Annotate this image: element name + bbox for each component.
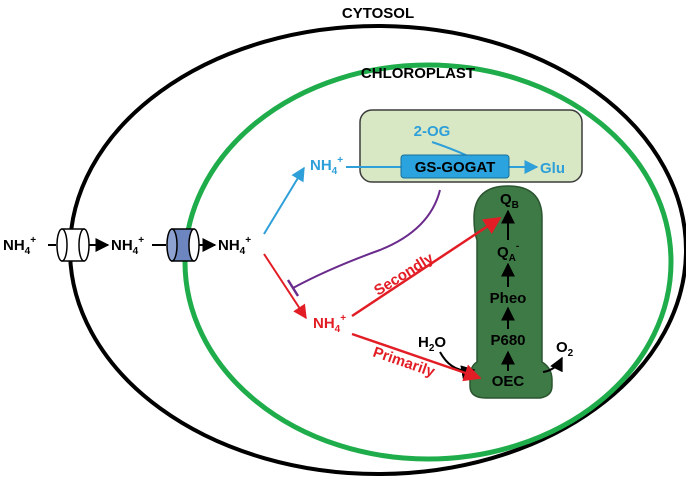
water-arrow	[439, 351, 476, 380]
ammonium-external-label: NH4+	[3, 235, 36, 257]
oxygen-arrow	[542, 356, 563, 373]
oxygen-label: O2	[556, 339, 574, 359]
psii-complex	[469, 185, 553, 399]
glu-label: Glu	[540, 160, 565, 177]
water-label: H2O	[418, 334, 446, 354]
arrow-to-assimilation	[263, 166, 305, 235]
gs-gogat-label: GS-GOGAT	[415, 159, 496, 176]
inhibition-bar	[286, 279, 300, 297]
p680-label: P680	[490, 332, 525, 349]
chloroplast-membrane	[182, 62, 674, 462]
chloroplast-label: CHLOROPLAST	[361, 65, 475, 82]
arrow-primarily	[351, 332, 482, 382]
cytosol-label: CYTOSOL	[342, 5, 414, 22]
chloroplast-envelope-transporter	[166, 228, 200, 262]
inhibition-line	[292, 189, 441, 289]
ammonium-excess-label: NH4+	[313, 313, 346, 335]
ammonium-assimilation-label: NH4+	[310, 155, 343, 177]
qb-label: QB	[500, 191, 519, 211]
ammonium-cytosol-label: NH4+	[111, 235, 144, 257]
arrow-to-excess-ammonium	[263, 253, 307, 320]
arrow-secondly	[351, 216, 502, 318]
secondly-label: Secondly	[371, 249, 437, 299]
plasma-membrane-transporter	[56, 228, 90, 262]
ammonium-stroma-label: NH4+	[218, 235, 251, 257]
two-og-label: 2-OG	[414, 123, 451, 140]
oec-label: OEC	[492, 373, 525, 390]
pheo-label: Pheo	[490, 290, 527, 307]
qa-label: QA-	[497, 241, 519, 264]
gs-gogat-enzyme	[400, 154, 510, 179]
